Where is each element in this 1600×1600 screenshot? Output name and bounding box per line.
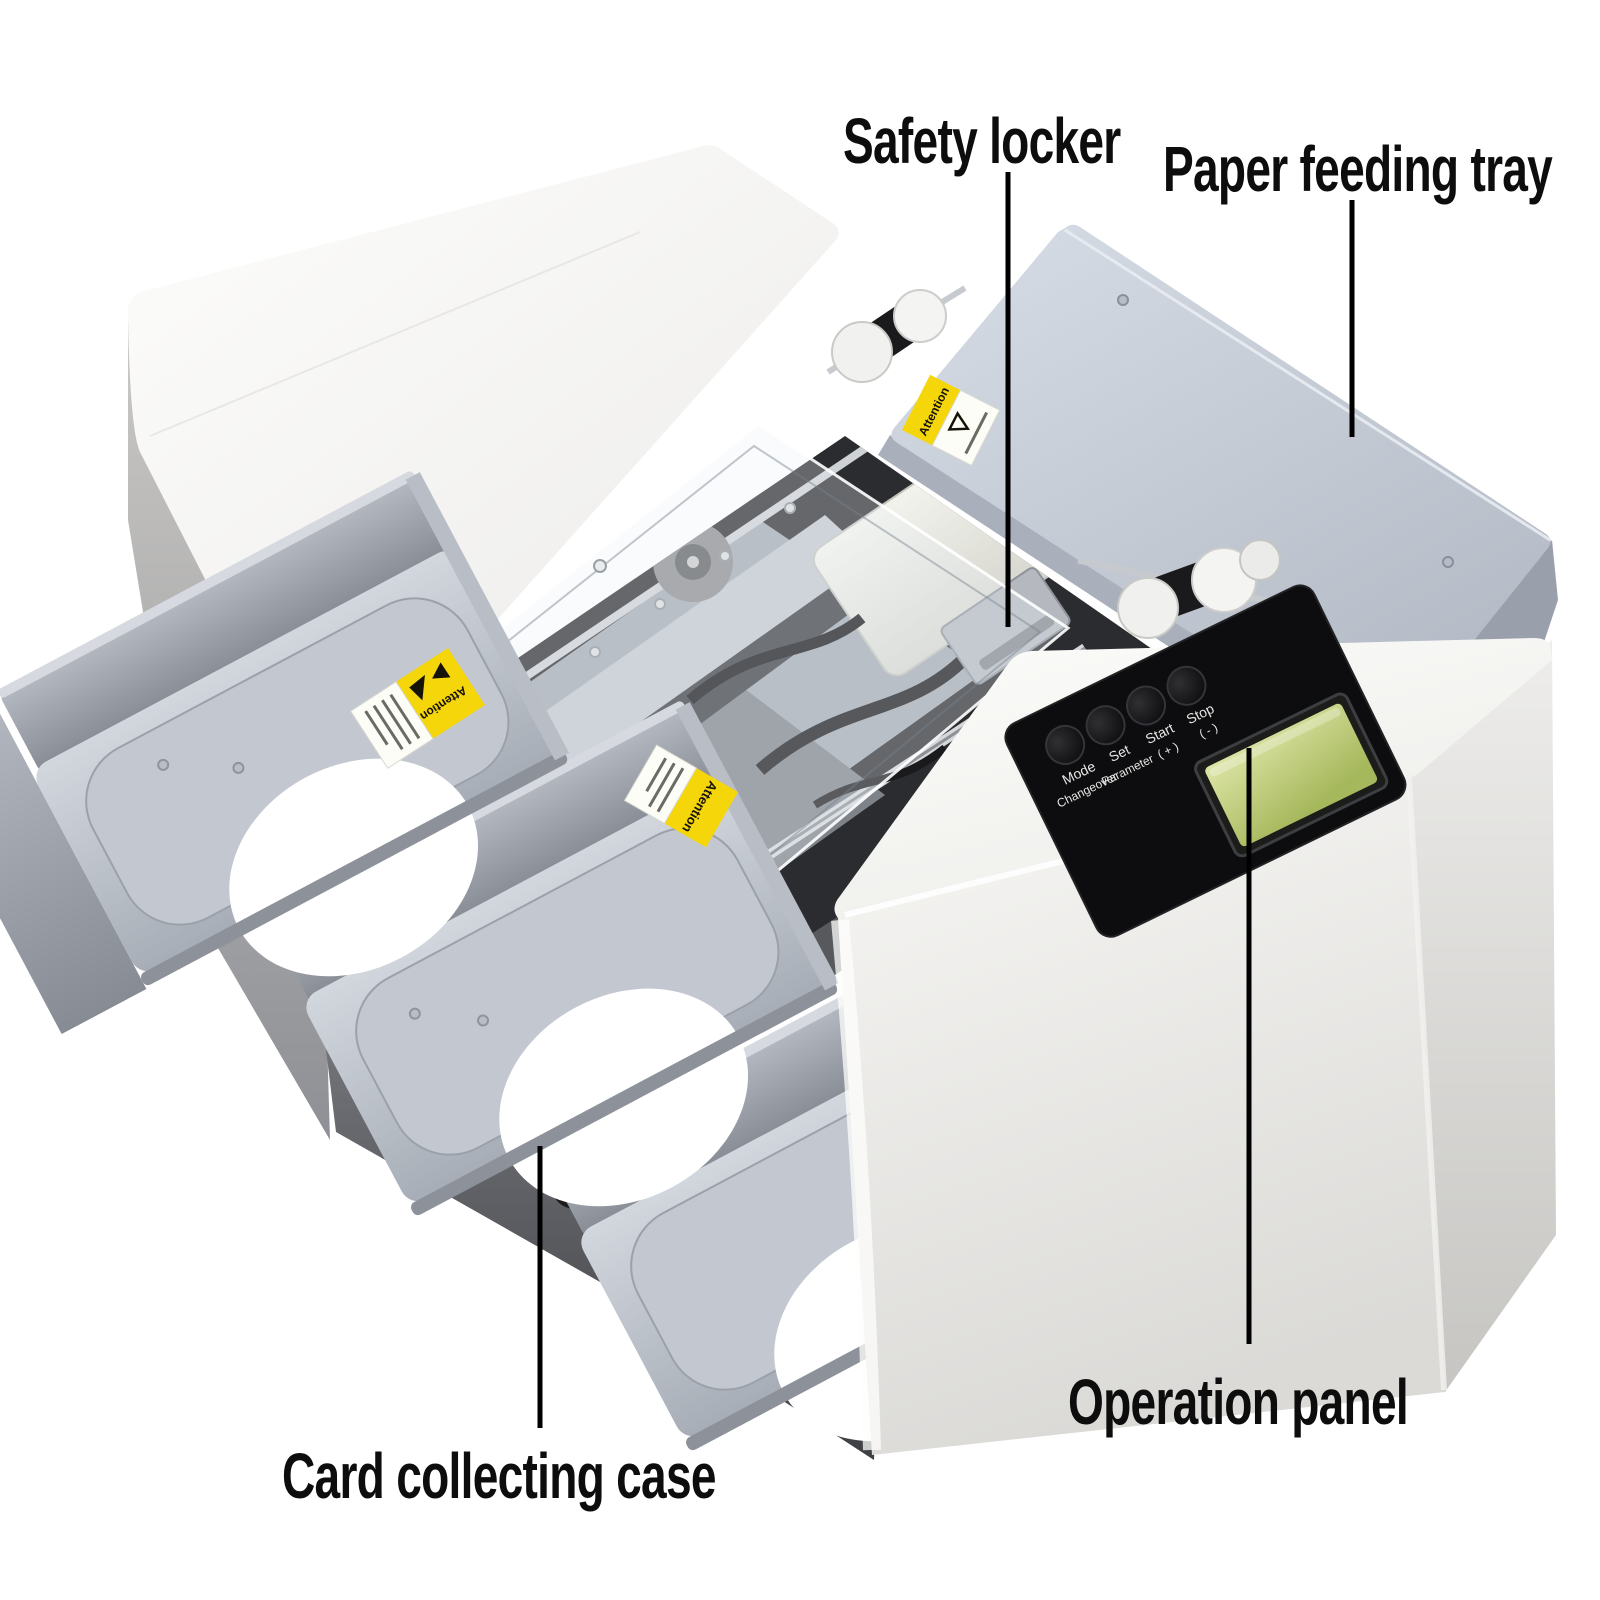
annotation-card-collecting-case: Card collecting case xyxy=(282,1440,716,1512)
warning-sticker: Attention xyxy=(623,744,738,848)
feed-rollers xyxy=(826,285,1301,639)
start-button xyxy=(1126,685,1167,726)
card-tray xyxy=(268,701,840,1216)
warning-sticker: Attention xyxy=(350,648,486,769)
annotation-safety-locker: Safety locker xyxy=(843,105,1121,177)
annotation-paper-feeding-tray: Paper feeding tray xyxy=(1163,133,1553,205)
stop-button xyxy=(1166,665,1207,706)
cover-crease xyxy=(149,231,641,437)
mode-button xyxy=(1045,724,1086,765)
warning-sticker: Attention xyxy=(902,374,1001,467)
operation-panel: Mode Changeover Set Parameter Start ( + … xyxy=(1004,584,1407,938)
housing-right-face xyxy=(1409,640,1556,1392)
set-button xyxy=(1085,705,1126,746)
annotation-operation-panel: Operation panel xyxy=(1068,1366,1409,1438)
housing-front-face xyxy=(838,774,1445,1455)
leader-lines xyxy=(537,172,1355,1428)
